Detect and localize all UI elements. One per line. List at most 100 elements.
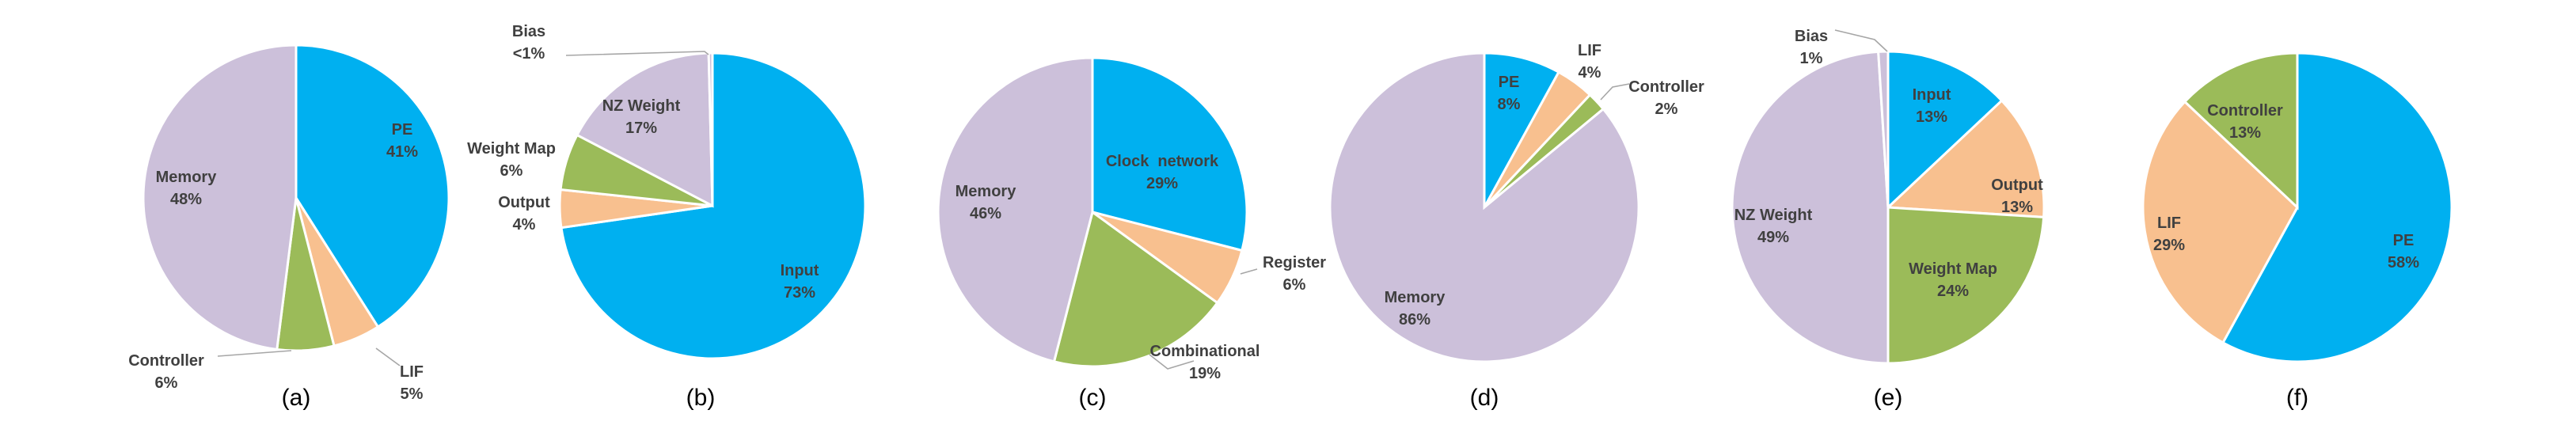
- slice-name: Weight Map: [467, 140, 556, 158]
- slice-label-bias: Bias <1%: [512, 23, 545, 63]
- chart-caption: (e): [1874, 385, 1903, 411]
- slice-label-controller: Controller 2%: [1628, 78, 1704, 118]
- leader-line-controller: [1600, 83, 1630, 101]
- slice-label-memory: Memory 48%: [156, 169, 218, 208]
- slice-name: Bias: [1795, 28, 1828, 45]
- slice-bias: [707, 51, 714, 207]
- slice-percent: 13%: [2001, 199, 2033, 216]
- slice-percent: 24%: [1937, 283, 1969, 300]
- chart-caption: (d): [1470, 385, 1499, 411]
- slice-name: Input: [1913, 86, 1951, 104]
- slice-name: Weight Map: [1909, 260, 1997, 278]
- slice-name: NZ Weight: [602, 97, 681, 115]
- chart-caption: (a): [282, 385, 311, 411]
- slice-name: Memory: [156, 169, 218, 186]
- slice-nz-weight: [575, 51, 714, 208]
- slice-label-controller: Controller 6%: [128, 352, 204, 392]
- slice-percent: 13%: [2229, 124, 2261, 142]
- slice-output: [1885, 99, 2046, 218]
- leader-line-register: [1240, 268, 1258, 275]
- slice-label-output: Output 4%: [498, 194, 550, 233]
- slice-percent: 73%: [784, 284, 815, 302]
- slice-pe: [1483, 51, 1560, 208]
- slice-label-register: Register 6%: [1263, 254, 1326, 294]
- slice-name: Controller: [128, 352, 204, 370]
- slice-label-clock-network: Clock network 29%: [1106, 153, 1219, 192]
- slice-label-nz-weight: NZ Weight 17%: [602, 97, 681, 137]
- slice-name: Output: [498, 194, 550, 211]
- slice-label-input: Input 73%: [781, 262, 819, 302]
- leader-line-bias: [565, 51, 709, 56]
- slice-name: Controller: [2207, 102, 2283, 120]
- chart-caption: (c): [1079, 385, 1107, 411]
- slice-name: Bias: [512, 23, 545, 40]
- chart-caption: (f): [2286, 385, 2308, 411]
- slice-bias: [1877, 50, 1890, 208]
- slice-label-output: Output 13%: [1991, 177, 2043, 216]
- slice-name: Memory: [1385, 289, 1446, 306]
- leader-line-combinational: [1149, 354, 1195, 370]
- leader-line-controller: [217, 350, 292, 357]
- slice-percent: 4%: [1579, 64, 1601, 82]
- slice-percent: 29%: [1146, 175, 1178, 192]
- leader-line-lif: [375, 347, 401, 366]
- slice-label-weight-map: Weight Map 24%: [1909, 260, 1997, 300]
- slice-label-weight-map: Weight Map 6%: [467, 140, 556, 180]
- slice-nz-weight: [1731, 50, 1890, 365]
- pie-chart-d: PE 8% LIF 4% Controller 2% Memory 86% (d): [1328, 42, 1704, 411]
- slice-percent: 48%: [170, 191, 202, 208]
- slice-percent: 86%: [1399, 311, 1430, 328]
- slice-percent: <1%: [513, 45, 545, 63]
- slice-percent: 29%: [2153, 237, 2185, 254]
- slice-percent: 1%: [1800, 50, 1823, 67]
- slice-label-lif: LIF 4%: [1578, 42, 1601, 82]
- slice-percent: 17%: [625, 120, 657, 137]
- slice-percent: 49%: [1757, 229, 1789, 246]
- slice-label-bias: Bias 1%: [1795, 28, 1828, 67]
- slice-name: Register: [1263, 254, 1326, 271]
- chart-caption: (b): [686, 385, 716, 411]
- slice-percent: 6%: [500, 162, 523, 180]
- slice-percent: 6%: [1283, 276, 1306, 294]
- slice-pe: [2221, 51, 2453, 363]
- slice-memory: [937, 56, 1094, 363]
- slice-name: Input: [781, 262, 819, 279]
- slice-input: [1886, 50, 2004, 211]
- slice-controller: [2183, 51, 2299, 211]
- slice-label-lif: LIF 29%: [2153, 214, 2185, 254]
- slice-percent: 13%: [1916, 108, 1947, 126]
- slice-percent: 8%: [1498, 96, 1521, 113]
- slice-lif: [2141, 100, 2299, 344]
- slice-combinational: [1052, 210, 1219, 368]
- slice-clock-network: [1091, 56, 1248, 252]
- slice-percent: 58%: [2388, 254, 2419, 271]
- leader-line-bias: [1834, 29, 1888, 52]
- pie-chart-e: Input 13% Output 13% Weight Map 24% NZ Weight 4…: [1731, 28, 2046, 411]
- slice-name: LIF: [1578, 42, 1601, 59]
- pie-chart-b: Input 73% Output 4% Weight Map 6% NZ Weight 17%…: [467, 23, 867, 411]
- slice-label-input: Input 13%: [1913, 86, 1951, 126]
- slice-label-nz-weight: NZ Weight 49%: [1734, 207, 1813, 246]
- slice-name: Controller: [1628, 78, 1704, 96]
- slice-name: LIF: [2157, 214, 2181, 232]
- slice-name: Clock network: [1106, 153, 1219, 170]
- slice-percent: 4%: [513, 216, 536, 233]
- slice-label-memory: Memory 86%: [1385, 289, 1446, 328]
- slice-name: NZ Weight: [1734, 207, 1813, 224]
- slice-label-lif: LIF 5%: [400, 363, 424, 403]
- slice-label-controller: Controller 13%: [2207, 102, 2283, 142]
- slice-percent: 2%: [1655, 101, 1678, 118]
- slice-percent: 41%: [386, 143, 418, 161]
- slice-name: Output: [1991, 177, 2043, 194]
- slice-percent: 5%: [401, 385, 424, 403]
- slice-label-pe: PE 8%: [1498, 74, 1521, 113]
- slice-percent: 6%: [155, 374, 178, 392]
- slice-name: LIF: [400, 363, 424, 381]
- slice-name: PE: [1499, 74, 1520, 91]
